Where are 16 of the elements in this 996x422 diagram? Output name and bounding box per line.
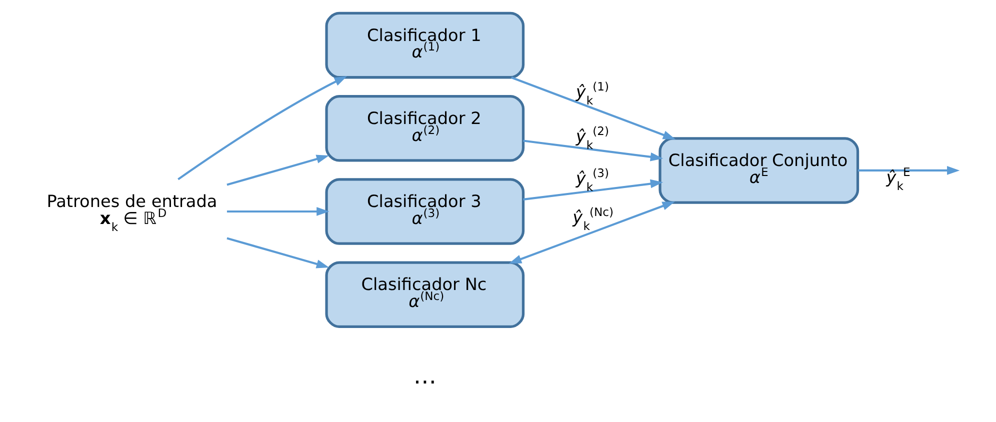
arrow: [226, 206, 330, 216]
arrow: [226, 236, 330, 268]
node-box: Clasificador 3 α$^{(3)}$: [325, 178, 525, 244]
arrow: [508, 200, 675, 264]
arrow: [523, 178, 664, 200]
node-box: Clasificador Nc α$^{(Nc)}$: [325, 260, 525, 328]
arrow: [523, 139, 664, 161]
arrow: [178, 76, 348, 180]
label: …: [413, 363, 436, 390]
node-box: Clasificador 1 α$^{(1)}$: [325, 11, 525, 78]
arrow: [511, 76, 676, 139]
node-box: Clasificador Conjunto α$^{E}$: [658, 136, 860, 204]
node-box: Clasificador 2 α$^{(2)}$: [325, 94, 525, 162]
arrow: [858, 166, 960, 174]
arrow: [226, 154, 330, 186]
node-text: Patrones de entrada x$_{k}$ ∈ ℝ$^{D}$: [46, 190, 218, 234]
